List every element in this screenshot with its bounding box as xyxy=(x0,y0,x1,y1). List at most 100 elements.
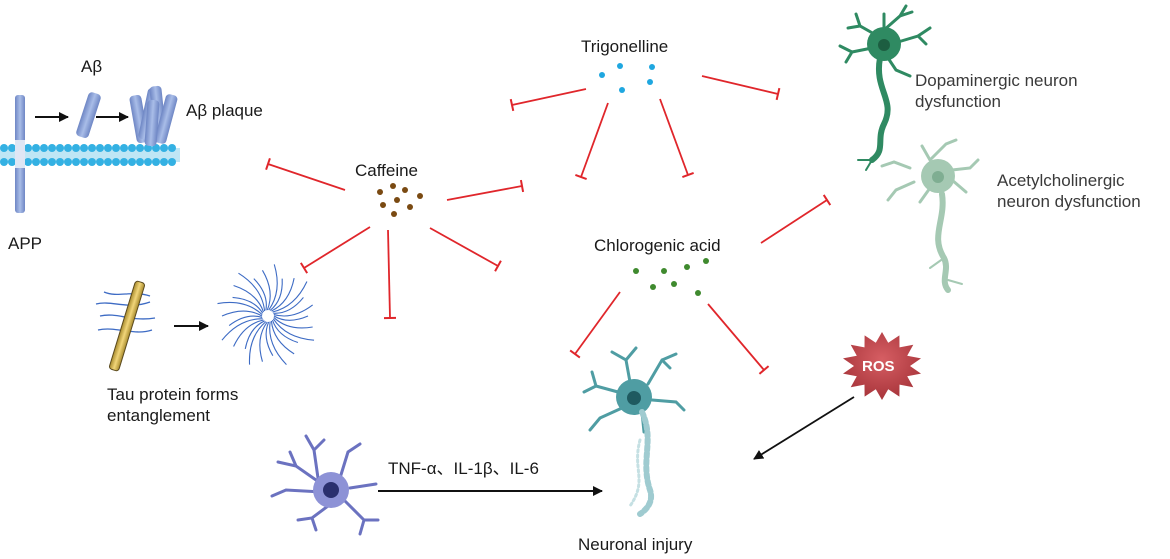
neuronal-injury-label: Neuronal injury xyxy=(578,535,693,554)
lipid-head xyxy=(128,158,136,166)
tau-tangle-strand xyxy=(271,319,299,344)
trigonelline-label: Trigonelline xyxy=(581,37,669,56)
inhibition-line xyxy=(511,88,587,106)
lipid-head xyxy=(136,158,144,166)
lipid-head xyxy=(8,144,16,152)
inhibition-bar xyxy=(569,349,581,359)
abeta-label: Aβ xyxy=(81,57,103,76)
inhibition-line xyxy=(446,185,523,201)
lipid-head xyxy=(64,144,72,152)
app-protein xyxy=(15,95,25,213)
acetylcholinergic-label-line1: Acetylcholinergic xyxy=(997,171,1125,190)
tau-tangle-strand xyxy=(221,310,263,317)
tau-fibril-icon xyxy=(95,280,156,372)
tau-tangle-strand xyxy=(265,321,274,356)
dopaminergic-label: Dopaminergic neuron dysfunction xyxy=(915,70,1078,112)
tau-tangle-strand xyxy=(269,321,287,366)
acetylcholinergic-label-line2: neuron dysfunction xyxy=(997,192,1141,211)
inhibition-line xyxy=(701,75,779,95)
inhibition-line xyxy=(574,291,621,355)
tau-tangle-strand xyxy=(228,315,263,327)
tau-tangle-strand xyxy=(221,318,263,341)
tau-tangle-strand xyxy=(270,320,295,355)
lipid-head xyxy=(120,158,128,166)
lipid-head xyxy=(64,158,72,166)
abeta-plaque-label: Aβ plaque xyxy=(186,101,263,120)
lipid-head xyxy=(144,158,152,166)
inhibition-bar xyxy=(519,179,525,193)
inhibition-bar xyxy=(509,98,515,112)
tau-tangle-strand xyxy=(248,321,267,365)
cytokines-label: TNF-α、IL-1β、IL-6 xyxy=(388,459,539,478)
inhibition-line xyxy=(387,229,391,319)
tau-label: Tau protein forms entanglement xyxy=(107,384,238,426)
tau-tangle-strand xyxy=(273,317,313,329)
microglia-icon xyxy=(270,434,380,536)
inhibition-bar xyxy=(682,171,694,179)
injured-neuron-icon xyxy=(582,346,686,517)
dopaminergic-neuron-icon xyxy=(838,4,932,171)
acetylcholinergic-neuron-icon xyxy=(880,138,980,293)
tau-tangle-strand xyxy=(244,320,265,350)
lipid-head xyxy=(32,158,40,166)
dopaminergic-label-line2: dysfunction xyxy=(915,92,1001,111)
inhibition-bar xyxy=(575,174,587,180)
dopaminergic-label-line1: Dopaminergic neuron xyxy=(915,71,1078,90)
lipid-head xyxy=(8,158,16,166)
inhibition-line xyxy=(303,226,371,269)
inhibition-bar xyxy=(822,194,832,206)
inhibition-line xyxy=(760,199,828,244)
tau-tangle-strand xyxy=(217,301,263,315)
tau-tangle-strand xyxy=(238,272,266,312)
lipid-head xyxy=(168,144,176,152)
lipid-head xyxy=(80,144,88,152)
lipid-head xyxy=(168,158,176,166)
trigonelline-molecules xyxy=(599,63,655,93)
tau-tangle-strand xyxy=(272,281,308,313)
tau-tangle-strand xyxy=(269,278,283,311)
inhibition-arrows xyxy=(265,75,832,375)
lipid-head xyxy=(40,144,48,152)
inhibition-line xyxy=(707,303,765,371)
tau-tangle-strand xyxy=(273,315,309,321)
lipid-head xyxy=(56,158,64,166)
lipid-head xyxy=(32,144,40,152)
chlorogenic-acid-molecules xyxy=(633,258,709,296)
tau-label-line1: Tau protein forms xyxy=(107,385,239,404)
lipid-head xyxy=(56,144,64,152)
ros-burst-icon xyxy=(843,332,921,400)
caffeine-label: Caffeine xyxy=(355,161,419,180)
lipid-head xyxy=(160,144,168,152)
lipid-head xyxy=(48,158,56,166)
lipid-head xyxy=(144,144,152,152)
lipid-head xyxy=(104,158,112,166)
tau-tangle-icon xyxy=(217,264,315,366)
lipid-head xyxy=(40,158,48,166)
inhibition-bar xyxy=(775,87,781,101)
tau-tangle-strand xyxy=(261,270,271,311)
lipid-head xyxy=(72,144,80,152)
inhibition-bar xyxy=(758,365,770,375)
tau-tangle-strand xyxy=(259,321,268,362)
inhibition-line xyxy=(267,163,346,191)
tau-tangle-strand xyxy=(273,304,313,317)
lipid-head xyxy=(152,158,160,166)
inhibition-bar xyxy=(299,262,309,274)
inhibition-line xyxy=(580,102,609,178)
inhibition-bar xyxy=(265,157,271,171)
caffeine-molecules xyxy=(377,183,423,217)
tau-tangle-strand xyxy=(271,278,295,312)
lipid-head xyxy=(96,158,104,166)
lipid-head xyxy=(80,158,88,166)
lipid-head xyxy=(88,144,96,152)
tau-label-line2: entanglement xyxy=(107,406,211,425)
ros-arrow xyxy=(753,396,855,460)
tau-tangle-strand xyxy=(273,297,304,314)
chlorogenic-acid-label: Chlorogenic acid xyxy=(594,236,721,255)
lipid-head xyxy=(136,144,144,152)
lipid-head xyxy=(128,144,136,152)
lipid-head xyxy=(72,158,80,166)
tau-tangle-strand xyxy=(272,318,315,341)
lipid-head xyxy=(152,144,160,152)
lipid-head xyxy=(96,144,104,152)
